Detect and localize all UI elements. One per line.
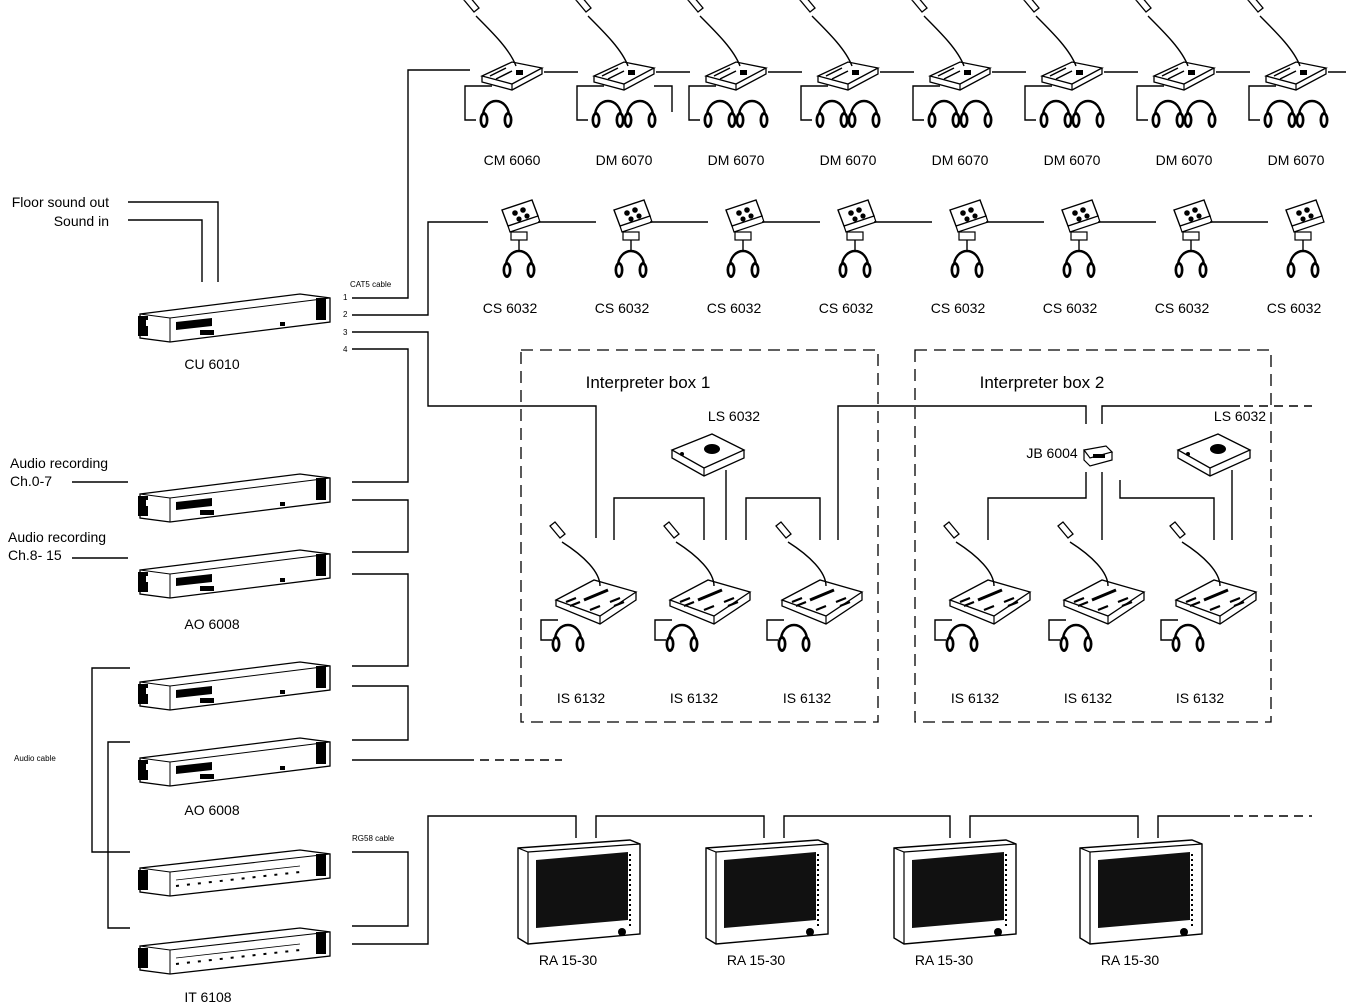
cs-6032-label-8: CS 6032 <box>1267 300 1322 316</box>
cs-6032-label-6: CS 6032 <box>1043 300 1098 316</box>
ls-6032-unit-2 <box>1177 433 1251 477</box>
cs-6032-unit-4 <box>837 199 877 280</box>
audio-recording-1-label: Audio recording <box>10 455 108 471</box>
cat5-cable-label: CAT5 cable <box>350 280 392 289</box>
is-6132-unit-4 <box>934 520 1032 654</box>
is-6132-label-2: IS 6132 <box>670 690 718 706</box>
audio-recording-2-label: Audio recording <box>8 529 106 545</box>
cs-6032-unit-7 <box>1173 199 1213 280</box>
is-6132-label-3: IS 6132 <box>783 690 831 706</box>
ra-15-30-label-2: RA 15-30 <box>727 952 786 968</box>
dm-6070-unit-6 <box>1135 0 1218 130</box>
cs-6032-unit-5 <box>949 199 989 280</box>
audio-recording-2-channels: Ch.8- 15 <box>8 547 62 563</box>
is-6132-label-5: IS 6132 <box>1064 690 1112 706</box>
floor-sound-out-label: Floor sound out <box>12 194 109 210</box>
dm-6070-unit-2 <box>687 0 770 130</box>
is-6132-unit-5 <box>1048 520 1146 654</box>
jb-6004-unit <box>1082 445 1114 467</box>
port-1-label: 1 <box>343 293 348 302</box>
jb-6004-label: JB 6004 <box>1026 445 1078 461</box>
ra-15-30-unit-2 <box>705 839 829 945</box>
rg58-cable-label: RG58 cable <box>352 834 395 843</box>
ao-6008-unit-1b <box>137 549 331 599</box>
dm-6070-label-1: DM 6070 <box>596 152 653 168</box>
is-6132-unit-3 <box>766 520 864 654</box>
cs-6032-label-2: CS 6032 <box>595 300 650 316</box>
cs-6032-label-4: CS 6032 <box>819 300 874 316</box>
it-6108-unit-b <box>137 927 331 975</box>
cu-6010-unit <box>137 293 331 343</box>
cm-6060-unit <box>463 0 543 130</box>
sound-in-label: Sound in <box>54 213 109 229</box>
dm-6070-label-2: DM 6070 <box>708 152 765 168</box>
ra-15-30-unit-4 <box>1079 839 1203 945</box>
cs-6032-label-3: CS 6032 <box>707 300 762 316</box>
dm-6070-unit-3 <box>799 0 882 130</box>
dm-6070-label-3: DM 6070 <box>820 152 877 168</box>
interpreter-box-1-title: Interpreter box 1 <box>586 373 711 392</box>
dm-6070-unit-4 <box>911 0 994 130</box>
audio-cable-label: Audio cable <box>14 754 56 763</box>
cs-6032-unit-2 <box>613 199 653 280</box>
cs-6032-label-7: CS 6032 <box>1155 300 1210 316</box>
cs-6032-label-5: CS 6032 <box>931 300 986 316</box>
is-6132-unit-6 <box>1160 520 1258 654</box>
cs-6032-unit-1 <box>501 199 541 280</box>
cs-6032-unit-6 <box>1061 199 1101 280</box>
ra-15-30-label-4: RA 15-30 <box>1101 952 1160 968</box>
dm-6070-label-5: DM 6070 <box>1044 152 1101 168</box>
ls-6032-label-2: LS 6032 <box>1214 408 1266 424</box>
audio-recording-1-channels: Ch.0-7 <box>10 473 52 489</box>
dm-6070-label-7: DM 6070 <box>1268 152 1325 168</box>
is-6132-unit-1 <box>540 520 638 654</box>
ao-6008-unit-1a <box>137 473 331 523</box>
interpreter-box-2-frame <box>914 349 1272 723</box>
ao-6008-label-1: AO 6008 <box>184 616 239 632</box>
ra-15-30-label-3: RA 15-30 <box>915 952 974 968</box>
dm-6070-label-4: DM 6070 <box>932 152 989 168</box>
port-3-label: 3 <box>343 328 348 337</box>
ls-6032-unit-1 <box>671 433 745 477</box>
dm-6070-unit-5 <box>1023 0 1106 130</box>
is-6132-label-6: IS 6132 <box>1176 690 1224 706</box>
dm-6070-label-6: DM 6070 <box>1156 152 1213 168</box>
cm-6060-label: CM 6060 <box>484 152 541 168</box>
cs-6032-label-1: CS 6032 <box>483 300 538 316</box>
dm-6070-unit-7 <box>1247 0 1330 130</box>
ao-6008-label-2: AO 6008 <box>184 802 239 818</box>
it-6108-unit-a <box>137 849 331 897</box>
ls-6032-label-1: LS 6032 <box>708 408 760 424</box>
interpreter-box-1-frame <box>520 349 879 723</box>
dm-6070-unit-1 <box>575 0 673 130</box>
interpreter-box-2-title: Interpreter box 2 <box>980 373 1105 392</box>
ra-15-30-label-1: RA 15-30 <box>539 952 598 968</box>
cu-6010-label: CU 6010 <box>184 356 239 372</box>
port-4-label: 4 <box>343 345 348 354</box>
ra-15-30-unit-1 <box>517 839 641 945</box>
is-6132-label-1: IS 6132 <box>557 690 605 706</box>
ao-6008-unit-2a <box>137 661 331 711</box>
port-2-label: 2 <box>343 310 348 319</box>
cs-6032-unit-3 <box>725 199 765 280</box>
is-6132-label-4: IS 6132 <box>951 690 999 706</box>
it-6108-label: IT 6108 <box>184 989 231 1005</box>
ao-6008-unit-2b <box>137 737 331 787</box>
is-6132-unit-2 <box>654 520 752 654</box>
ra-15-30-unit-3 <box>893 839 1017 945</box>
cs-6032-unit-8 <box>1285 199 1325 280</box>
